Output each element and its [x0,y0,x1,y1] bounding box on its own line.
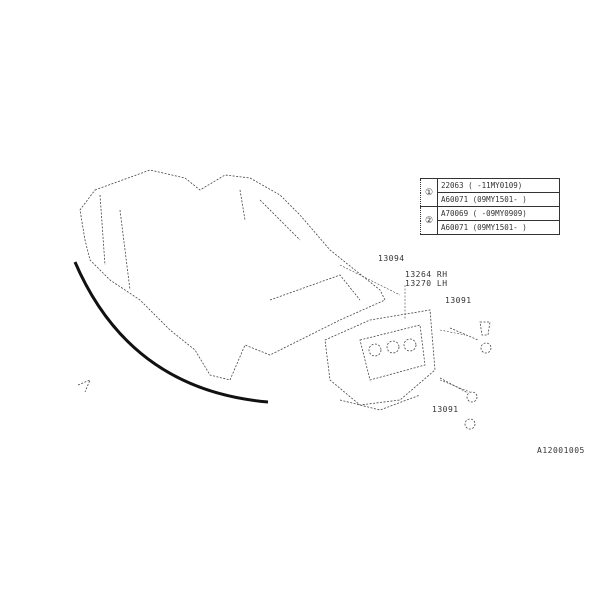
symbol-2: ② [420,206,438,235]
cylinder-head-cover [324,309,436,411]
diagram-code: A12001005 [537,446,585,455]
hose [73,261,269,404]
label-13094: 13094 [378,254,405,263]
table-row: A60071 (09MY1501- ) [421,192,560,207]
label-13091-a: 13091 [445,296,472,305]
engine-block [79,169,386,381]
label-13264: 13264 RH [405,270,448,279]
label-13091-b: 13091 [432,405,459,414]
part-cell: A70069 ( -09MY0909) [437,206,560,221]
bolt-1 [449,321,492,354]
part-cell: A60071 (09MY1501- ) [437,220,560,235]
label-13270: 13270 LH [405,279,448,288]
bolt-2 [439,377,478,403]
leader-lines [339,264,471,393]
front-arrow-icon [77,379,91,393]
part-cell: A60071 (09MY1501- ) [437,192,560,207]
symbol-1: ① [420,178,438,207]
washer [464,418,476,430]
part-cell: 22063 ( -11MY0109) [437,178,560,193]
table-row: A60071 (09MY1501- ) [421,220,560,235]
